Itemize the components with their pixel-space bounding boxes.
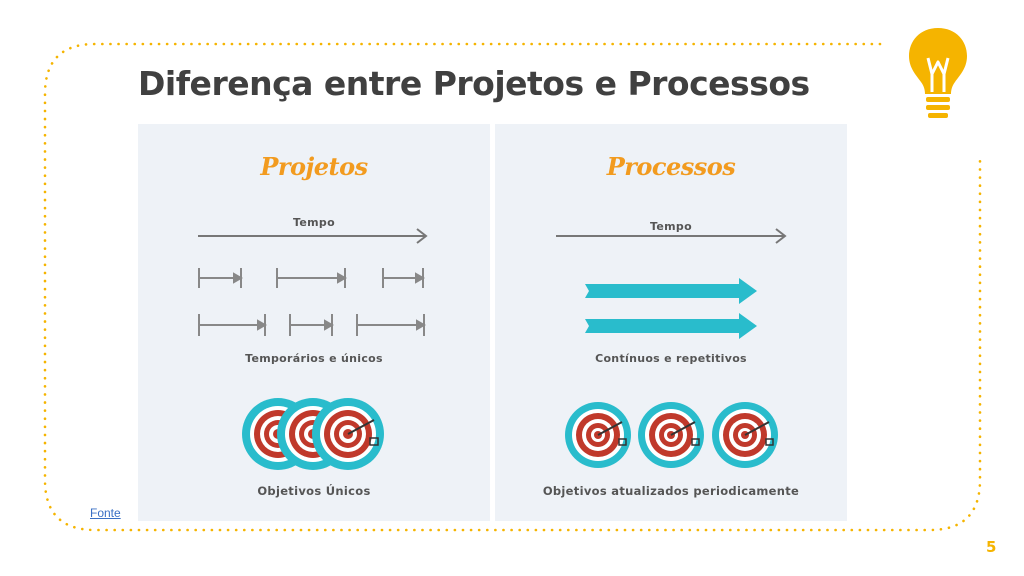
processos-panel bbox=[495, 124, 847, 521]
projetos-time-label: Tempo bbox=[293, 216, 335, 229]
interval-bars-row-1 bbox=[198, 268, 426, 288]
projetos-panel bbox=[138, 124, 490, 521]
interval-bars-row-2 bbox=[198, 314, 427, 336]
processos-diagram bbox=[556, 228, 787, 468]
continuous-arrow bbox=[585, 313, 757, 339]
time-axis-arrow bbox=[556, 228, 787, 244]
lightbulb-icon bbox=[909, 28, 967, 118]
projetos-diagram bbox=[198, 228, 428, 470]
continuous-arrow bbox=[585, 278, 757, 304]
processos-arrows-caption: Contínuos e repetitivos bbox=[595, 352, 747, 365]
source-link[interactable]: Fonte bbox=[90, 506, 121, 520]
processos-targets-caption: Objetivos atualizados periodicamente bbox=[542, 484, 800, 498]
page-title: Diferença entre Projetos e Processos bbox=[138, 64, 810, 103]
page-number: 5 bbox=[986, 538, 997, 556]
projetos-heading: Projetos bbox=[260, 152, 368, 181]
target-icon bbox=[638, 402, 704, 468]
target-icon bbox=[312, 398, 384, 470]
target-icon bbox=[565, 402, 631, 468]
processos-time-label: Tempo bbox=[650, 220, 692, 233]
target-icon bbox=[712, 402, 778, 468]
projetos-targets-caption: Objetivos Únicos bbox=[257, 484, 371, 498]
time-axis-arrow bbox=[198, 228, 428, 244]
projetos-bars-caption: Temporários e únicos bbox=[245, 352, 383, 365]
processos-heading: Processos bbox=[606, 152, 736, 181]
